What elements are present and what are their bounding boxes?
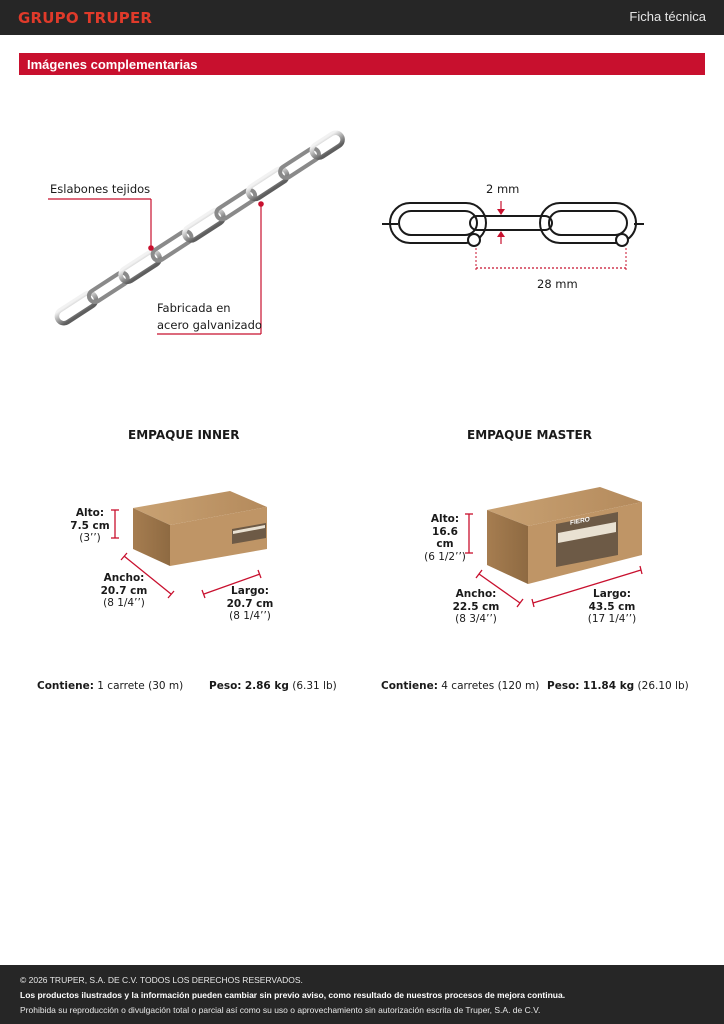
inner-contents: Contiene: 1 carrete (30 m) <box>37 680 184 692</box>
label-thickness: 2 mm <box>486 182 520 196</box>
label-link-length: 28 mm <box>537 277 578 291</box>
footer-legal: Prohibida su reproducción o divulgación … <box>20 1005 541 1015</box>
link-dimension-diagram <box>382 202 644 247</box>
label-material-line1: Fabricada en <box>157 301 231 315</box>
footer-copyright: © 2026 TRUPER, S.A. DE C.V. TODOS LOS DE… <box>20 975 303 985</box>
master-title: EMPAQUE MASTER <box>467 428 592 442</box>
brand-logo: GRUPO TRUPER <box>18 9 153 27</box>
master-dimension-lines <box>465 513 643 608</box>
master-width: Ancho:22.5 cm(8 3/4’’) <box>452 588 500 625</box>
inner-height: Alto:7.5 cm(3’’) <box>70 507 110 544</box>
inner-dimension-lines <box>111 509 262 599</box>
label-material-line2: acero galvanizado <box>157 318 262 332</box>
inner-title: EMPAQUE INNER <box>128 428 240 442</box>
master-length: Largo:43.5 cm(17 1/4’’) <box>587 588 637 625</box>
inner-length: Largo:20.7 cm(8 1/4’’) <box>226 585 274 622</box>
section-title: Imágenes complementarias <box>27 57 198 72</box>
footer: © 2026 TRUPER, S.A. DE C.V. TODOS LOS DE… <box>0 965 724 1024</box>
chain-photo <box>54 130 345 326</box>
master-height: Alto:16.6 cm(6 1/2’’) <box>424 513 466 563</box>
dimension-marks <box>475 201 627 270</box>
inner-weight: Peso: 2.86 kg (6.31 lb) <box>209 680 337 692</box>
master-contents: Contiene: 4 carretes (120 m) <box>381 680 540 692</box>
label-woven-links: Eslabones tejidos <box>50 182 151 196</box>
section-bar: Imágenes complementarias <box>19 53 705 75</box>
master-weight: Peso: 11.84 kg (26.10 lb) <box>547 680 689 692</box>
illustrations <box>48 130 644 608</box>
callout-material <box>157 201 264 335</box>
header-bar: GRUPO TRUPER Ficha técnica <box>0 0 724 35</box>
inner-box-image <box>133 491 267 566</box>
callout-links <box>48 198 154 251</box>
master-box-image <box>487 487 642 584</box>
footer-notice: Los productos ilustrados y la informació… <box>20 990 566 1000</box>
inner-width: Ancho:20.7 cm(8 1/4’’) <box>100 572 148 609</box>
doc-type-label: Ficha técnica <box>629 9 706 24</box>
